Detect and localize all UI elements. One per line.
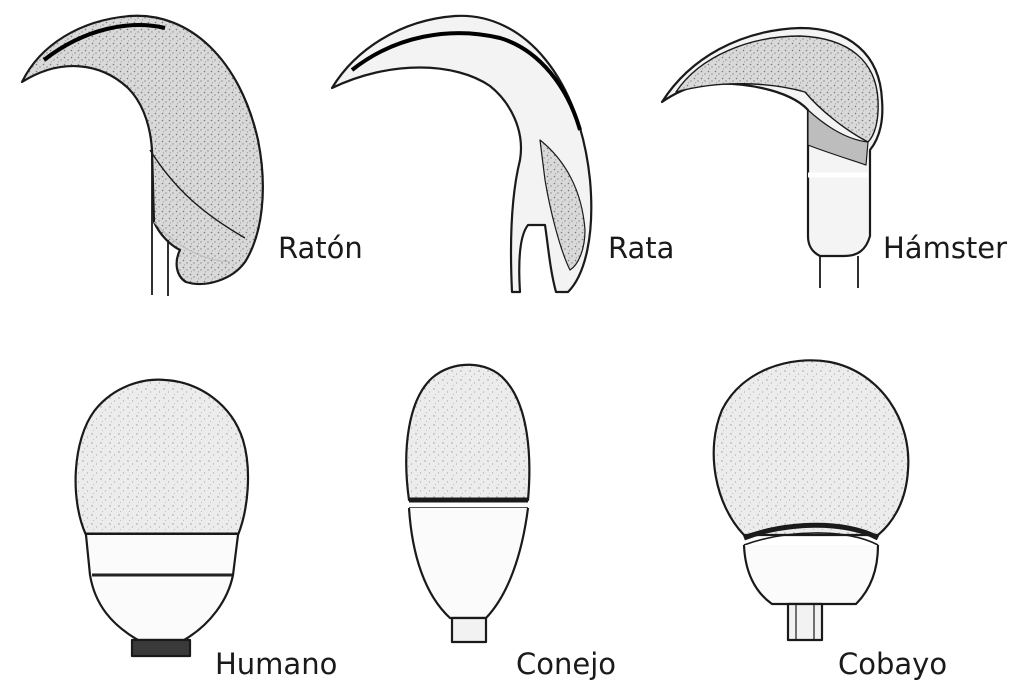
guinea-pig-sperm-head — [714, 360, 909, 640]
label-cobayo: Cobayo — [838, 650, 947, 679]
label-hamster: Hámster — [883, 234, 1007, 263]
hamster-neck — [820, 256, 858, 288]
rabbit-postacrosomal — [409, 508, 528, 618]
human-sperm-head — [76, 380, 248, 656]
mouse-head-outline — [22, 16, 263, 284]
human-acrosome — [76, 380, 248, 535]
rabbit-acrosome — [406, 365, 529, 500]
mouse-sperm-head — [22, 16, 263, 296]
hamster-sperm-head — [662, 28, 882, 288]
guinea-pig-neck — [788, 604, 822, 640]
label-raton: Ratón — [278, 234, 363, 263]
guinea-pig-acrosome — [714, 360, 909, 535]
human-neck — [132, 640, 190, 656]
guinea-pig-postacrosomal — [744, 545, 878, 604]
rabbit-neck — [452, 618, 486, 642]
rat-sperm-head — [332, 16, 591, 292]
rabbit-sperm-head — [406, 365, 529, 642]
label-rata: Rata — [608, 234, 674, 263]
human-postacrosomal — [86, 535, 238, 640]
label-conejo: Conejo — [516, 650, 616, 679]
label-humano: Humano — [215, 650, 337, 679]
